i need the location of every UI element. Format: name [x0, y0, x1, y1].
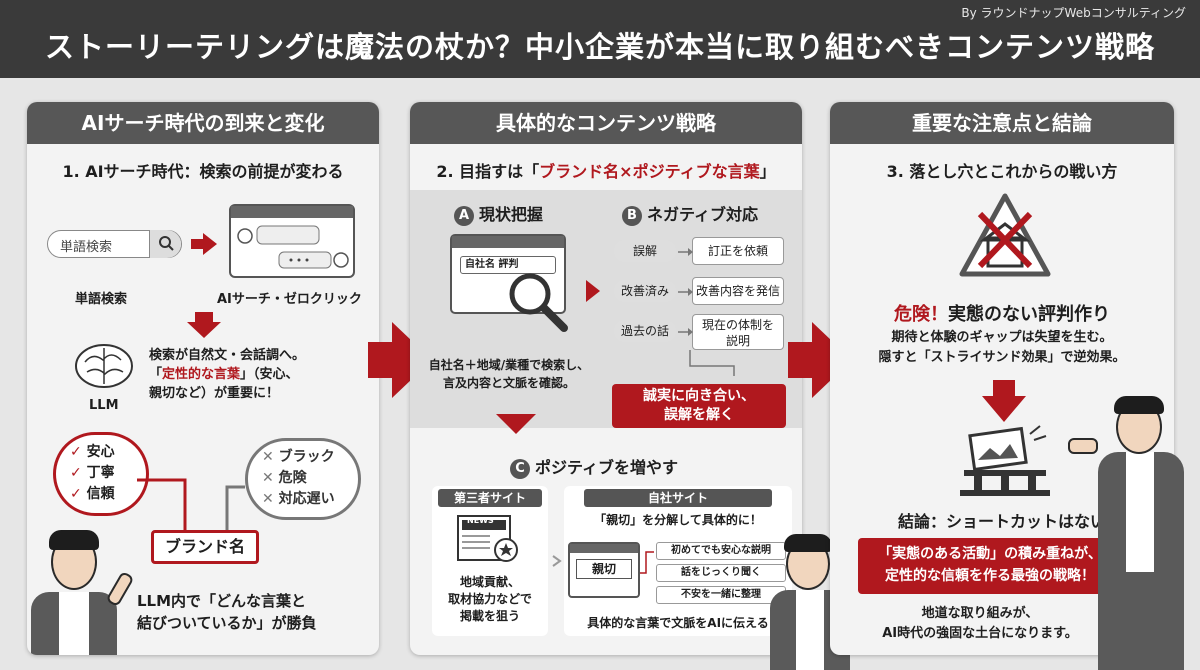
section-subtitle: 2. 目指すは「ブランド名×ポジティブな言葉」	[436, 162, 776, 181]
danger-text: 期待と体験のギャップは失望を生む。 隠すと「ストライサンド効果」で逆効果。	[878, 330, 1126, 365]
b-issue-past: 過去の話	[614, 320, 676, 342]
conclusion-title: 結論：ショートカットはない	[897, 512, 1106, 531]
arrow-right-icon	[586, 280, 600, 302]
qualitative-words: 定性的な言葉	[162, 367, 241, 382]
foundation-icon	[960, 425, 1050, 496]
search-icon	[149, 230, 181, 258]
brand-name-box: ブランド名	[151, 530, 259, 564]
newspaper-icon	[457, 515, 518, 562]
positive-word: ✓ 安心	[70, 444, 115, 460]
danger-heading: 危険！実態のない評判作り	[894, 304, 1110, 325]
header-bar: By ラウンドナップWebコンサルティング ストーリーテリングは魔法の杖か？中小…	[0, 0, 1200, 78]
page-title: ストーリーテリングは魔法の杖か？中小企業が本当に取り組むべきコンテンツ戦略	[44, 30, 1155, 64]
kindness-label: 親切	[576, 559, 632, 579]
b-arrows	[678, 248, 693, 336]
negative-word: ✕ 危険	[262, 470, 307, 486]
label-ai-search: AIサーチ・ゼロクリック	[217, 292, 362, 307]
third-party-heading: 第三者サイト	[438, 489, 542, 507]
llm-text-line1: 検索が自然文・会話調へ。	[149, 348, 306, 363]
arrow-right-icon	[191, 233, 217, 255]
own-site-browser-icon: 親切	[568, 542, 640, 598]
warning-icon	[959, 193, 1051, 277]
section-subtitle: 3. 落とし穴とこれからの戦い方	[886, 162, 1118, 181]
connector-lines	[137, 478, 245, 532]
own-site-item: 話をじっくり聞く	[656, 564, 786, 582]
arrow-down-icon	[496, 414, 536, 434]
bottom-text-line1: LLM内で「どんな言葉と	[137, 592, 307, 610]
third-party-text: 地域貢献、 取材協力などで 掲載を狙う	[448, 575, 532, 623]
llm-description: 検索が自然文・会話調へ。 「定性的な言葉」（安心、 親切など）が重要に！	[149, 346, 305, 403]
bottom-text-line2: 結びついているか」が勝負	[137, 614, 317, 632]
panel-heading: 重要な注意点と結論	[830, 102, 1174, 144]
arrow-down-icon	[187, 312, 221, 338]
b-action-request-correction: 訂正を依頼	[692, 237, 784, 265]
byline: By ラウンドナップWebコンサルティング	[961, 6, 1186, 20]
panel-heading: 具体的なコンテンツ戦略	[410, 102, 802, 144]
b-action-explain-current: 現在の体制を 説明	[692, 314, 784, 350]
conclusion-box: 「実態のある活動」の積み重ねが、 定性的な信頼を作る最強の戦略！	[858, 538, 1122, 594]
b-action-publish-improvements: 改善内容を発信	[692, 277, 784, 305]
chat-window-icon	[229, 204, 355, 278]
positive-word: ✓ 丁寧	[70, 465, 115, 481]
browser-search-field: 自社名 評判	[460, 256, 556, 274]
search-placeholder: 単語検索	[60, 240, 113, 255]
positive-words-bubble: ✓ 安心 ✓ 丁寧 ✓ 信頼	[53, 432, 149, 516]
bracket-lines	[640, 551, 654, 574]
quote-open: 「	[149, 367, 163, 382]
quote-close: 」（安心、	[240, 367, 299, 382]
news-label: NEWS	[467, 516, 494, 525]
positive-word: ✓ 信頼	[70, 486, 115, 502]
llm-text-line2: 「定性的な言葉」（安心、	[149, 365, 305, 384]
section-a-text: 自社名＋地域/業種で検索し、 言及内容と文脈を確認。	[428, 358, 590, 390]
b-result-box: 誠実に向き合い、 誤解を解く	[612, 384, 786, 428]
panel-ai-search: AIサーチ時代の到来と変化 1. AIサーチ時代：検索の前提が変わる 単語検索 …	[27, 102, 379, 655]
section-subtitle: 1. AIサーチ時代：検索の前提が変わる	[62, 162, 344, 181]
own-site-subtitle: 「親切」を分解して具体的に！	[594, 513, 762, 527]
third-party-card: 第三者サイト NEWS 地域貢献、 取材協力などで 掲載を狙う	[432, 486, 548, 636]
search-box: 単語検索	[47, 230, 182, 258]
closing-text: 地道な取り組みが、 AI時代の強固な土台になります。	[882, 606, 1078, 641]
panel-heading: AIサーチ時代の到来と変化	[27, 102, 379, 144]
own-site-footer: 具体的な言葉で文脈をAIに伝える	[587, 616, 769, 630]
own-site-item: 不安を一緒に整理	[656, 586, 786, 604]
own-site-card: 自社サイト 「親切」を分解して具体的に！ 親切 初めてでも安心な説明 話をじっく…	[564, 486, 792, 636]
b-flow-line	[689, 350, 735, 376]
llm-text-line3: 親切など）が重要に！	[149, 386, 280, 401]
label-word-search: 単語検索	[75, 292, 128, 307]
b-issue-improved: 改善済み	[614, 280, 676, 302]
negative-words-bubble: ✕ ブラック ✕ 危険 ✕ 対応遅い	[245, 438, 361, 520]
negative-word: ✕ 対応遅い	[262, 491, 335, 507]
bottom-text: LLM内で「どんな言葉と 結びついているか」が勝負	[137, 590, 317, 634]
llm-label: LLM	[89, 398, 119, 413]
own-site-heading: 自社サイト	[584, 489, 772, 507]
negative-word: ✕ ブラック	[262, 449, 335, 465]
magnifier-icon	[509, 273, 568, 332]
brain-icon	[75, 344, 133, 388]
arrow-down-icon	[982, 380, 1026, 422]
chevron-right-icon	[552, 555, 562, 567]
b-issue-misunderstanding: 誤解	[614, 240, 676, 262]
own-site-item: 初めてでも安心な説明	[656, 542, 786, 560]
